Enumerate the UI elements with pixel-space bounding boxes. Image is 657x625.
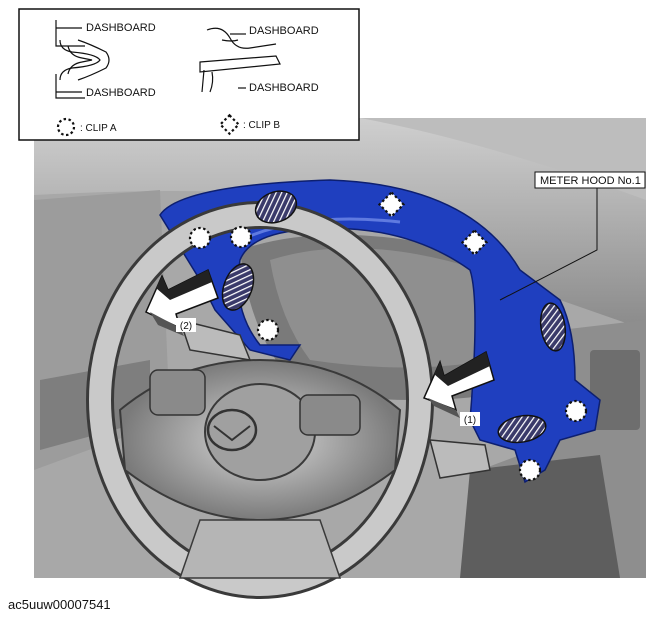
cluster-face bbox=[270, 248, 490, 368]
clip-b-dashboard-bottom-label: DASHBOARD bbox=[249, 82, 319, 94]
legend-frame bbox=[18, 8, 360, 141]
arrow-step-1-edge bbox=[428, 398, 460, 418]
clip-b-drawing bbox=[199, 27, 281, 93]
meter-hood-leader bbox=[499, 188, 598, 301]
clip-a-spring-inner bbox=[67, 45, 93, 75]
wheel-lower-spoke bbox=[178, 519, 342, 579]
clip-b-top-curve bbox=[206, 27, 277, 49]
clip-b-key-label: : CLIP B bbox=[243, 120, 280, 131]
clip-a-drawing bbox=[55, 20, 110, 99]
meter-hood-callout: METER HOOD No.1 bbox=[540, 175, 641, 187]
mazda-logo-wing bbox=[213, 425, 251, 442]
step-2-label-bg bbox=[176, 318, 196, 332]
left-switch-pad bbox=[149, 369, 206, 416]
clip-a-dashboard-lines bbox=[55, 20, 85, 99]
guide-markers bbox=[221, 190, 567, 444]
clip-b-blade bbox=[199, 55, 281, 73]
meter-hood-panel bbox=[159, 179, 601, 484]
guide-marker bbox=[539, 302, 567, 352]
figure-id-caption: ac5uuw00007541 bbox=[8, 597, 111, 612]
clip-a-body bbox=[77, 39, 110, 81]
clip-b-markers bbox=[377, 190, 489, 257]
clip-a-marker bbox=[256, 318, 280, 342]
clip-a-key-label: : CLIP A bbox=[80, 123, 117, 134]
right-switch-pad bbox=[299, 394, 361, 436]
step-2-label: (2) bbox=[180, 321, 192, 332]
guide-marker bbox=[254, 190, 298, 224]
right-stalk bbox=[429, 439, 491, 479]
clip-a-marker bbox=[229, 225, 253, 249]
dashboard-top bbox=[34, 118, 646, 330]
clip-b-marker bbox=[377, 190, 406, 219]
guide-marker bbox=[221, 263, 255, 311]
step-1-label: (1) bbox=[464, 415, 476, 426]
arrow-step-2 bbox=[145, 268, 219, 336]
mazda-logo bbox=[206, 408, 258, 452]
clip-a-marker bbox=[518, 458, 542, 482]
clip-b-dashboard-top-label: DASHBOARD bbox=[249, 25, 319, 37]
right-vent bbox=[590, 350, 640, 430]
clip-a-marker bbox=[564, 399, 588, 423]
step-1-label-bg bbox=[460, 412, 480, 426]
guide-marker bbox=[497, 414, 547, 444]
clip-b-marker bbox=[460, 228, 489, 257]
clip-b-lower-leg bbox=[201, 69, 214, 93]
clip-a-dashboard-bottom-label: DASHBOARD bbox=[86, 87, 156, 99]
clip-a-markers bbox=[188, 225, 588, 482]
windshield-area bbox=[360, 118, 646, 200]
arrow-step-2-edge bbox=[150, 312, 184, 336]
arrow-step-2-shade bbox=[156, 270, 212, 300]
arrow-step-1-shade bbox=[434, 352, 490, 386]
left-stalk bbox=[178, 318, 252, 361]
clip-a-dashboard-top-label: DASHBOARD bbox=[86, 22, 156, 34]
clip-a-marker bbox=[188, 226, 212, 250]
clip-a-key-symbol bbox=[56, 117, 76, 137]
meter-hood-callout-box bbox=[534, 171, 646, 189]
clip-a-spring-outer bbox=[59, 39, 101, 81]
removal-arrows bbox=[145, 268, 495, 418]
clip-b-key-symbol bbox=[218, 113, 241, 136]
legend: DASHBOARD DASHBOARD DASHBOARD DASHBOARD … bbox=[18, 8, 360, 141]
arrow-step-1 bbox=[422, 350, 495, 418]
clip-b-top-detail bbox=[221, 39, 239, 42]
wiring-area bbox=[460, 455, 620, 578]
